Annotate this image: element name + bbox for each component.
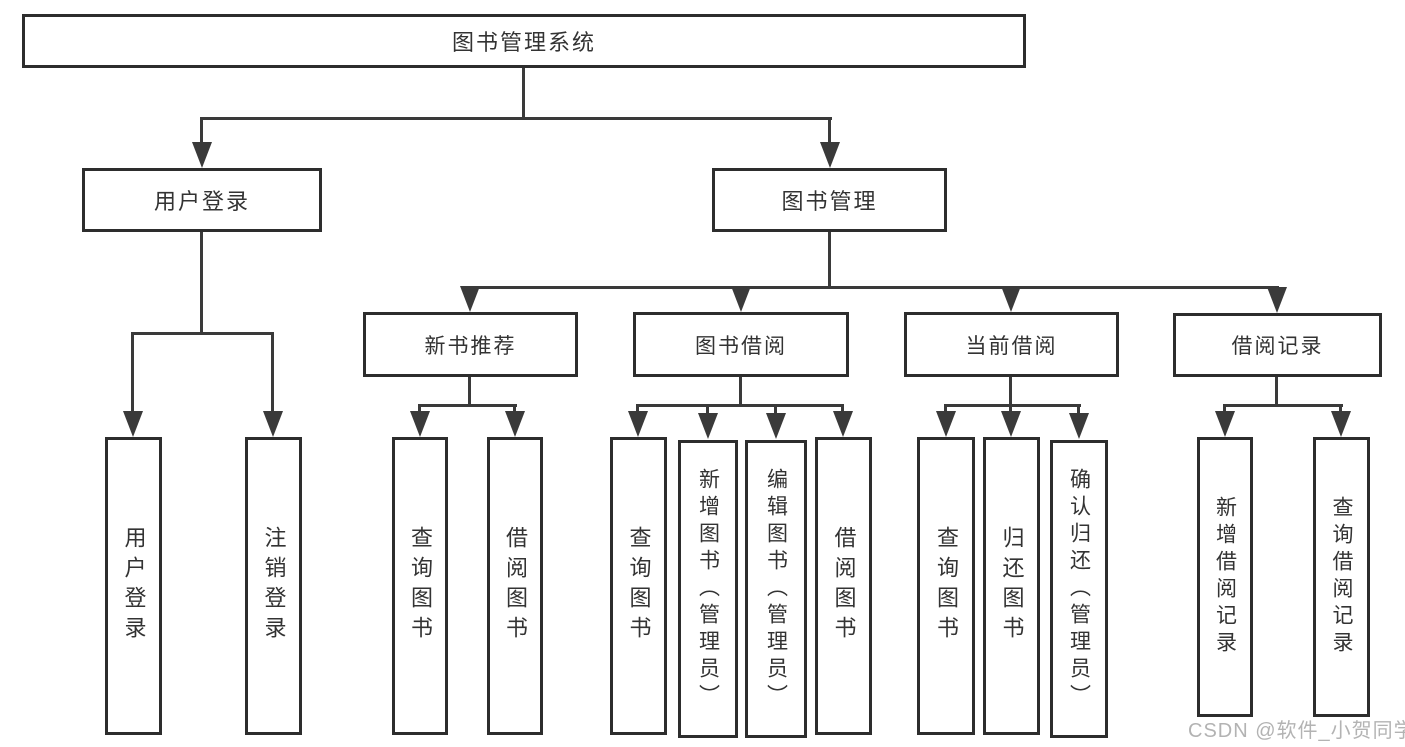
leaf-query-books-1: 查询图书	[392, 437, 448, 735]
connector-drop-leaf-logout	[271, 332, 274, 414]
connector-drop-return	[1009, 404, 1012, 416]
node-current-borrowing-label: 当前借阅	[965, 334, 1058, 358]
connector-login-stem	[200, 232, 203, 335]
arrow-borrow-records	[1267, 287, 1287, 313]
connector-drop-confirm	[1077, 404, 1080, 416]
node-root-system-label: 图书管理系统	[451, 30, 596, 55]
connector-mgmt-branch	[468, 286, 1279, 289]
node-book-borrowing: 图书借阅	[633, 312, 849, 377]
arrow-current-borrowing	[1001, 286, 1021, 312]
node-user-login: 用户登录	[82, 168, 322, 232]
connector-records-stem	[1275, 377, 1278, 407]
leaf-borrow-books-1-label: 借阅图书	[503, 526, 528, 646]
arrow-add-borrow-record	[1215, 411, 1235, 437]
connector-borrowing-stem	[739, 377, 742, 407]
arrow-confirm-return-admin	[1069, 413, 1089, 439]
arrow-return-books	[1001, 411, 1021, 437]
connector-drop-add-books	[706, 404, 709, 416]
leaf-user-login: 用户登录	[105, 437, 162, 735]
arrow-book-management	[820, 142, 840, 168]
leaf-confirm-return-admin: 确认归还（管理员）	[1050, 440, 1108, 738]
csdn-watermark: CSDN @软件_小贺同学	[1188, 720, 1405, 742]
connector-records-branch	[1223, 404, 1343, 407]
leaf-query-books-2-label: 查询图书	[626, 526, 652, 646]
node-borrow-records-label: 借阅记录	[1231, 335, 1324, 358]
node-user-login-label: 用户登录	[153, 189, 250, 214]
arrow-add-books-admin	[698, 413, 718, 439]
node-borrow-records: 借阅记录	[1173, 313, 1382, 377]
leaf-query-books-3-label: 查询图书	[934, 526, 959, 646]
connector-drop-user-login	[200, 117, 203, 150]
leaf-edit-books-admin-label: 编辑图书（管理员）	[764, 467, 788, 711]
leaf-logout: 注销登录	[245, 437, 302, 735]
leaf-borrow-books-2: 借阅图书	[815, 437, 872, 735]
connector-login-branch	[131, 332, 274, 335]
connector-drop-leaf-user-login	[131, 332, 134, 414]
connector-drop-query2	[636, 404, 639, 416]
leaf-borrow-books-1: 借阅图书	[487, 437, 543, 735]
node-book-borrowing-label: 图书借阅	[695, 334, 787, 358]
leaf-borrow-books-2-label: 借阅图书	[831, 526, 857, 646]
leaf-query-books-3: 查询图书	[917, 437, 975, 735]
arrow-borrow-books-2	[833, 411, 853, 437]
leaf-add-books-admin: 新增图书（管理员）	[678, 440, 738, 738]
arrow-query-books-1	[410, 411, 430, 437]
connector-root-stem	[522, 68, 525, 118]
arrow-query-borrow-record	[1331, 411, 1351, 437]
leaf-query-books-2: 查询图书	[610, 437, 667, 735]
arrow-leaf-user-login	[123, 411, 143, 437]
connector-drop-query1	[418, 404, 421, 416]
node-new-book-recommend-label: 新书推荐	[424, 334, 517, 358]
node-book-management: 图书管理	[712, 168, 947, 232]
arrow-leaf-logout	[263, 411, 283, 437]
leaf-user-login-label: 用户登录	[121, 526, 147, 646]
connector-current-branch	[944, 404, 1081, 407]
arrow-borrow-books-1	[505, 411, 525, 437]
connector-drop-borrow2	[841, 404, 844, 416]
connector-drop-query-record	[1339, 404, 1342, 416]
connector-recommend-branch	[418, 404, 517, 407]
arrow-query-books-2	[628, 411, 648, 437]
leaf-query-borrow-record: 查询借阅记录	[1313, 437, 1370, 717]
connector-recommend-stem	[468, 377, 471, 407]
node-new-book-recommend: 新书推荐	[363, 312, 578, 377]
leaf-add-borrow-record: 新增借阅记录	[1197, 437, 1253, 717]
leaf-return-books-label: 归还图书	[999, 526, 1025, 646]
leaf-confirm-return-admin-label: 确认归还（管理员）	[1067, 467, 1091, 711]
leaf-query-books-1-label: 查询图书	[408, 526, 433, 646]
leaf-return-books: 归还图书	[983, 437, 1040, 735]
connector-borrowing-branch	[636, 404, 843, 407]
connector-mgmt-stem	[828, 232, 831, 289]
node-current-borrowing: 当前借阅	[904, 312, 1119, 377]
node-root-system: 图书管理系统	[22, 14, 1026, 68]
connector-drop-edit-books	[774, 404, 777, 416]
leaf-query-borrow-record-label: 查询借阅记录	[1330, 496, 1353, 658]
connector-current-stem	[1009, 377, 1012, 407]
leaf-logout-label: 注销登录	[261, 526, 287, 646]
connector-drop-borrow1	[513, 404, 516, 416]
connector-drop-add-record	[1223, 404, 1226, 416]
connector-drop-query3	[944, 404, 947, 416]
leaf-edit-books-admin: 编辑图书（管理员）	[745, 440, 807, 738]
arrow-query-books-3	[936, 411, 956, 437]
arrow-user-login	[192, 142, 212, 168]
connector-drop-book-management	[828, 117, 831, 150]
connector-root-branch	[200, 117, 832, 120]
arrow-new-book-recommend	[460, 286, 480, 312]
node-book-management-label: 图书管理	[781, 189, 878, 214]
leaf-add-books-admin-label: 新增图书（管理员）	[696, 467, 720, 711]
arrow-edit-books-admin	[766, 413, 786, 439]
leaf-add-borrow-record-label: 新增借阅记录	[1213, 496, 1237, 658]
arrow-book-borrowing	[731, 286, 751, 312]
